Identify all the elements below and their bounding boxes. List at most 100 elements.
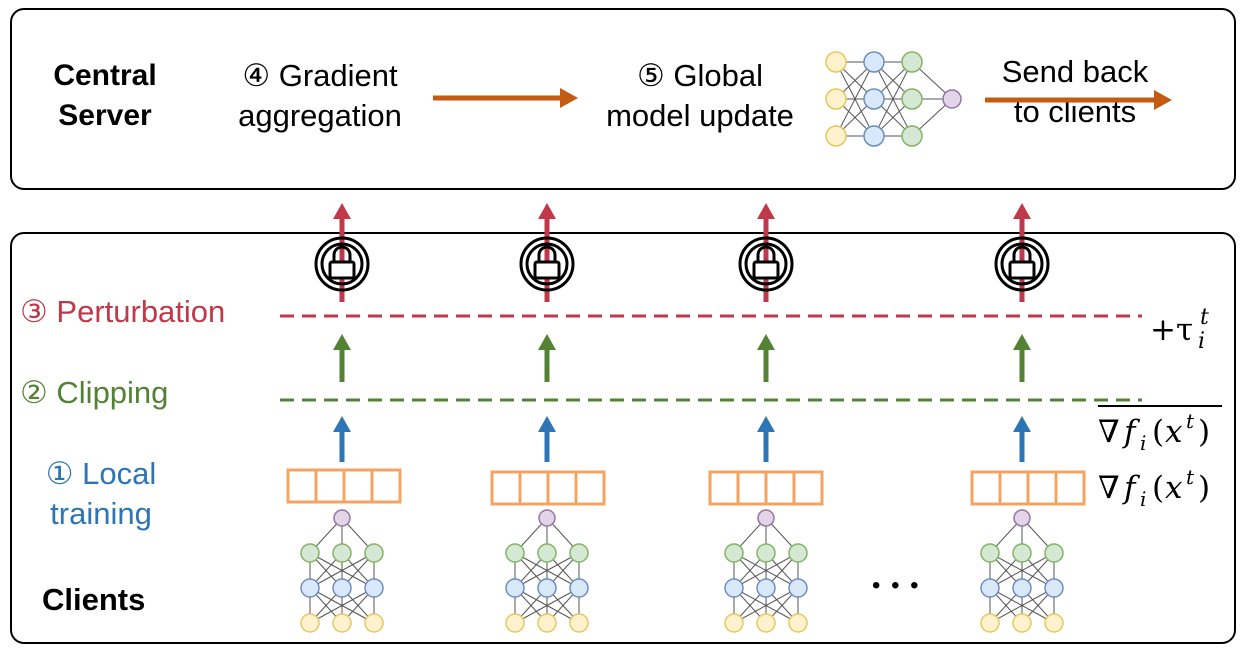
client-columns (286, 203, 1086, 633)
step4-line2: aggregation (238, 98, 402, 133)
lock-icon (314, 236, 370, 292)
gradient-cell (314, 468, 346, 504)
client-column (970, 203, 1086, 633)
arrow-head (538, 203, 556, 219)
clipping-arrow (333, 334, 351, 382)
net-node (825, 88, 847, 110)
gradient-cell (1026, 470, 1058, 506)
net-node (300, 543, 320, 563)
gradient-cell (546, 470, 578, 506)
net-node (537, 578, 557, 598)
net-node (825, 125, 847, 147)
gradient-cell (736, 470, 768, 506)
global-model-network-icon (825, 51, 962, 147)
arrow-head (333, 203, 351, 219)
client-column (708, 203, 824, 633)
net-node (332, 543, 352, 563)
gradient-cell (342, 468, 374, 504)
arrow-head (538, 334, 556, 350)
lock-icon (994, 236, 1050, 292)
client-column (286, 203, 402, 633)
gradient-aggregation-step: ④ Gradient aggregation (200, 56, 440, 136)
lock-body (752, 260, 780, 280)
step4-line1: ④ Gradient (242, 58, 398, 93)
noise-plus-tau: +τ (1150, 312, 1193, 348)
raw-sub: i (1140, 487, 1146, 511)
gradient-cell (970, 470, 1002, 506)
gradient-vector-box (490, 470, 606, 506)
raw-paren-open: ( (1152, 470, 1164, 506)
central-server-label: Central Server (30, 56, 180, 136)
local-gradient-arrow (1013, 416, 1031, 462)
noise-subscript: i (1198, 329, 1205, 354)
gradient-cell (792, 470, 824, 506)
gradient-cell (490, 470, 522, 506)
step5-line1: ⑤ Global (636, 58, 763, 93)
upload-arrow (1013, 203, 1031, 302)
perturbation-step-label: ③ Perturbation (20, 294, 226, 329)
lock-body (1008, 260, 1036, 280)
upload-arrow (333, 203, 351, 302)
net-node (756, 543, 776, 563)
net-node (300, 613, 320, 633)
net-node (788, 543, 808, 563)
clipped-x: x (1165, 414, 1183, 450)
client-column (490, 203, 606, 633)
net-node (788, 578, 808, 598)
more-clients-ellipsis: • • • (872, 572, 921, 599)
clipped-f: f (1122, 414, 1141, 450)
net-node (724, 543, 744, 563)
global-model-update-step: ⑤ Global model update (580, 56, 820, 136)
local-training-step-label: ① Local training (16, 454, 186, 534)
net-edge (989, 552, 1055, 589)
clipping-arrow (757, 334, 775, 382)
lock-shackle (756, 245, 776, 262)
clipped-paren-close: ) (1198, 414, 1210, 450)
clients-label: Clients (42, 582, 146, 617)
net-node (505, 543, 525, 563)
net-node (505, 578, 525, 598)
net-node (333, 509, 351, 527)
gradient-cell (518, 470, 550, 506)
clipping-step-label: ② Clipping (20, 375, 169, 410)
net-node (901, 51, 923, 73)
clipped-sub: i (1140, 431, 1146, 455)
arrow-head (1013, 334, 1031, 350)
lock-outer-ring (738, 236, 794, 292)
net-node (1044, 543, 1064, 563)
lock-shackle (332, 245, 352, 262)
lock-icon (519, 236, 575, 292)
net-node (980, 543, 1000, 563)
lock-inner-ring (1000, 242, 1044, 286)
net-node (332, 578, 352, 598)
gradient-cell (574, 470, 606, 506)
lock-outer-ring (994, 236, 1050, 292)
noise-term: +τ t i (1150, 305, 1209, 354)
net-node (537, 613, 557, 633)
clipped-gradient-term: ∇ f i ( x t ) (1098, 405, 1222, 455)
net-edge (514, 552, 580, 589)
lock-shackle (537, 245, 557, 262)
net-node (757, 509, 775, 527)
upload-arrow (757, 203, 775, 302)
gradient-cell (764, 470, 796, 506)
arrow-head (757, 416, 775, 432)
send-back-line1: Send back (1001, 54, 1149, 89)
net-node (980, 578, 1000, 598)
clipped-nabla: ∇ (1098, 414, 1120, 450)
net-edge (733, 552, 799, 589)
arrow-head (757, 334, 775, 350)
net-edge (514, 587, 580, 624)
local-gradient-arrow (538, 416, 556, 462)
net-node (332, 613, 352, 633)
client-network-icon (724, 509, 808, 633)
step5-line2: model update (606, 98, 794, 133)
net-node (1012, 613, 1032, 633)
gradient-vector-box (286, 468, 402, 504)
gradient-vector-box (708, 470, 824, 506)
net-node (364, 578, 384, 598)
net-edge (835, 61, 875, 137)
central-server-label-line1: Central (53, 59, 157, 92)
net-node (569, 543, 589, 563)
